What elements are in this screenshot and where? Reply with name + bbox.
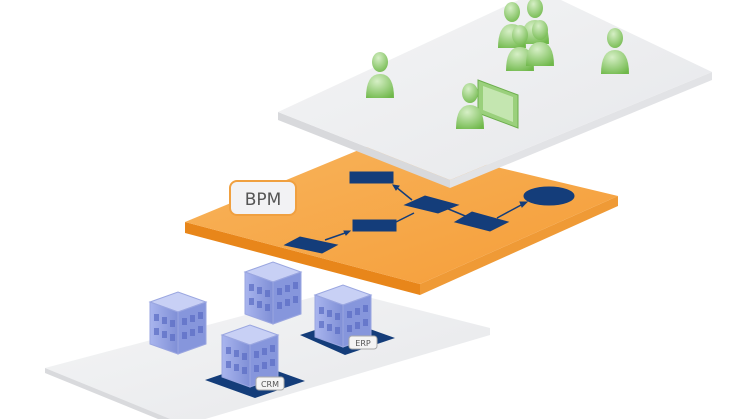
process-step — [352, 219, 397, 232]
erp-label: ERP — [348, 335, 378, 350]
process-flowchart — [283, 171, 575, 254]
bpm-label-text: BPM — [245, 190, 282, 210]
process-step — [283, 236, 339, 254]
process-step — [349, 171, 394, 184]
building-icon — [244, 261, 302, 325]
decision-diamond — [403, 195, 460, 214]
monitor-icon — [477, 79, 519, 129]
end-event — [523, 186, 575, 206]
erp-label-text: ERP — [355, 339, 371, 348]
bpm-label: BPM — [229, 180, 297, 216]
process-step — [453, 211, 510, 232]
crm-label: CRM — [255, 376, 285, 391]
bpm-plane — [185, 140, 618, 295]
crm-label-text: CRM — [261, 380, 279, 389]
building-icon — [149, 291, 207, 355]
